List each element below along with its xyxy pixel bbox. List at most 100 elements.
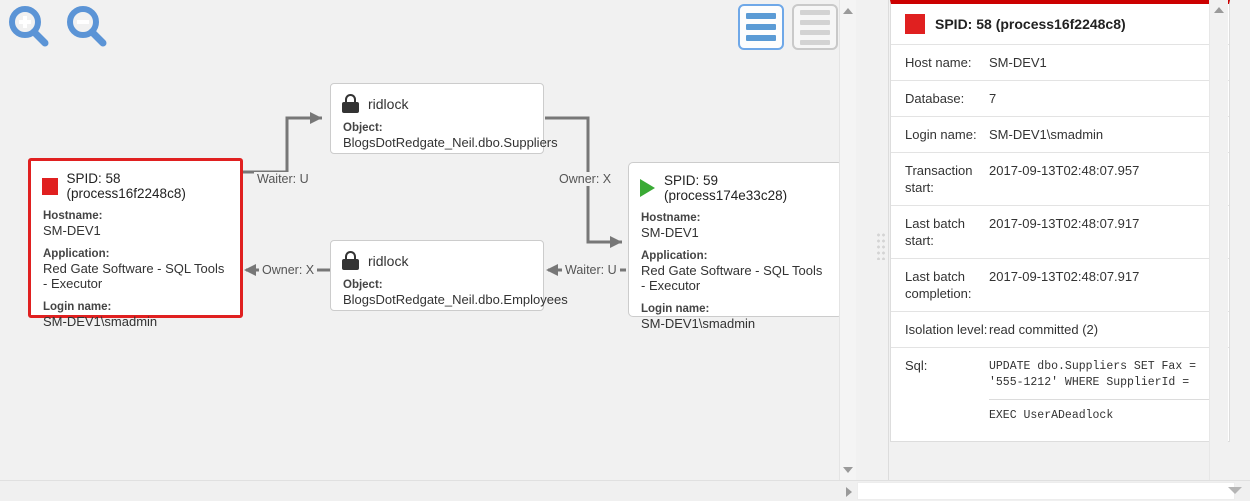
edge-label-owner-x-1: Owner: X xyxy=(556,172,615,186)
layout-toggle-group xyxy=(738,4,838,50)
row-key: Host name: xyxy=(905,55,972,70)
details-vertical-scrollbar[interactable] xyxy=(1209,0,1228,481)
graph-node-lock-employees[interactable]: ridlock Object: BlogsDotRedgate_Neil.dbo… xyxy=(330,240,568,311)
field-value: Red Gate Software - SQL Tools - Executor xyxy=(43,261,225,291)
edge-label-waiter-u-2: Waiter: U xyxy=(562,263,620,277)
graph-node-spid58[interactable]: SPID: 58 (process16f2248c8) Hostname: SM… xyxy=(28,158,243,329)
node-body: Hostname: SM-DEV1 Application: Red Gate … xyxy=(629,205,842,341)
field-value: SM-DEV1 xyxy=(641,225,699,240)
scroll-down-arrow-icon[interactable] xyxy=(1228,487,1242,494)
field-key: Hostname: xyxy=(43,210,103,222)
details-panel: SPID: 58 (process16f2248c8) Host name: S… xyxy=(890,0,1230,481)
node-title: ridlock xyxy=(368,252,409,269)
row-key: Login name: xyxy=(905,127,977,142)
field-value: BlogsDotRedgate_Neil.dbo.Employees xyxy=(343,292,568,307)
bar-icon xyxy=(800,29,830,35)
row-key: Isolation level: xyxy=(905,322,988,337)
zoom-in-icon[interactable] xyxy=(6,4,52,50)
window-horizontal-scrollbar[interactable] xyxy=(0,480,1250,501)
scrollbar-thumb[interactable] xyxy=(857,482,1235,500)
field-key: Object: xyxy=(343,279,383,291)
red-square-icon xyxy=(42,177,58,195)
bar-icon xyxy=(746,35,776,41)
bar-icon xyxy=(800,19,830,25)
row-value: SM-DEV1\smadmin xyxy=(989,127,1104,142)
row-value: 7 xyxy=(989,91,997,106)
lock-icon xyxy=(342,251,359,270)
sql-statement: UPDATE dbo.Suppliers SET Fax = '555-1212… xyxy=(989,360,1197,389)
row-key: Last batch completion: xyxy=(905,269,972,301)
splitter-grip-icon[interactable] xyxy=(876,232,886,260)
node-header: SPID: 59 (process174e33c28) xyxy=(629,163,842,205)
node-header: ridlock xyxy=(331,241,543,272)
edge-label-waiter-u-1: Waiter: U xyxy=(254,172,312,186)
sql-divider xyxy=(989,399,1219,400)
node-header: SPID: 58 (process16f2248c8) xyxy=(31,161,240,203)
node-field-login-name: Login name: SM-DEV1\smadmin xyxy=(641,302,830,331)
node-header: ridlock xyxy=(331,84,543,115)
row-value: read committed (2) xyxy=(989,322,1099,337)
splitter-divider xyxy=(888,0,889,481)
panel-splitter[interactable] xyxy=(872,0,890,481)
zoom-out-icon[interactable] xyxy=(64,4,110,50)
arrow-head xyxy=(610,236,622,248)
scroll-right-arrow-icon[interactable] xyxy=(846,487,852,497)
field-key: Login name: xyxy=(641,303,710,315)
zoom-toolbar xyxy=(6,4,110,50)
scroll-up-arrow-icon[interactable] xyxy=(1214,7,1224,13)
node-title: SPID: 58 (process16f2248c8) xyxy=(66,171,186,201)
node-field-login-name: Login name: SM-DEV1\smadmin xyxy=(43,300,228,329)
node-field-hostname: Hostname: SM-DEV1 xyxy=(43,209,228,238)
node-field-application: Application: Red Gate Software - SQL Too… xyxy=(43,247,228,291)
details-row-transaction-start: Transaction start: 2017-09-13T02:48:07.9… xyxy=(891,153,1229,206)
scroll-down-arrow-icon[interactable] xyxy=(843,467,853,473)
layout-horizontal-button[interactable] xyxy=(792,4,838,50)
details-card: SPID: 58 (process16f2248c8) Host name: S… xyxy=(890,0,1230,442)
details-row-last-batch-completion: Last batch completion: 2017-09-13T02:48:… xyxy=(891,259,1229,312)
node-title: SPID: 59 (process174e33c28) xyxy=(664,173,788,203)
edge-label-owner-x-2: Owner: X xyxy=(259,263,318,277)
green-play-triangle-icon xyxy=(640,179,655,197)
row-value: 2017-09-13T02:48:07.957 xyxy=(989,163,1140,178)
canvas-vertical-scrollbar[interactable] xyxy=(839,0,856,481)
bar-icon xyxy=(746,24,776,30)
graph-canvas[interactable]: Waiter: U Owner: X Owner: X Waiter: U SP… xyxy=(0,0,856,481)
graph-node-lock-suppliers[interactable]: ridlock Object: BlogsDotRedgate_Neil.dbo… xyxy=(330,83,558,154)
details-header: SPID: 58 (process16f2248c8) xyxy=(891,4,1229,45)
node-body: Hostname: SM-DEV1 Application: Red Gate … xyxy=(31,203,240,339)
row-key: Last batch start: xyxy=(905,216,965,248)
bar-icon xyxy=(800,9,830,15)
arrow-head xyxy=(546,264,558,276)
arrow-head xyxy=(310,112,322,124)
node-field-application: Application: Red Gate Software - SQL Too… xyxy=(641,249,830,293)
field-key: Application: xyxy=(43,248,110,260)
row-value: 2017-09-13T02:48:07.917 xyxy=(989,216,1140,231)
field-value: BlogsDotRedgate_Neil.dbo.Suppliers xyxy=(343,135,558,150)
node-field-object: Object: BlogsDotRedgate_Neil.dbo.Employe… xyxy=(343,278,568,307)
row-key: Transaction start: xyxy=(905,163,973,195)
details-row-last-batch-start: Last batch start: 2017-09-13T02:48:07.91… xyxy=(891,206,1229,259)
node-title: ridlock xyxy=(368,95,409,112)
node-body: Object: BlogsDotRedgate_Neil.dbo.Supplie… xyxy=(331,115,558,160)
details-title: SPID: 58 (process16f2248c8) xyxy=(935,16,1126,32)
layout-vertical-button[interactable] xyxy=(738,4,784,50)
row-key: Sql: xyxy=(905,358,928,373)
field-key: Hostname: xyxy=(641,212,701,224)
graph-node-spid59[interactable]: SPID: 59 (process174e33c28) Hostname: SM… xyxy=(628,162,843,331)
scroll-up-arrow-icon[interactable] xyxy=(843,8,853,14)
lock-icon xyxy=(342,94,359,113)
field-key: Login name: xyxy=(43,301,112,313)
field-value: SM-DEV1\smadmin xyxy=(43,314,158,329)
sql-content: UPDATE dbo.Suppliers SET Fax = '555-1212… xyxy=(989,357,1219,432)
field-value: SM-DEV1 xyxy=(43,223,101,238)
row-value: 2017-09-13T02:48:07.917 xyxy=(989,269,1140,284)
field-key: Object: xyxy=(343,122,383,134)
sql-procedure: EXEC UserADeadlock xyxy=(989,409,1114,422)
field-key: Application: xyxy=(641,250,708,262)
field-value: SM-DEV1\smadmin xyxy=(641,316,756,331)
bar-icon xyxy=(746,13,776,19)
node-field-object: Object: BlogsDotRedgate_Neil.dbo.Supplie… xyxy=(343,121,558,150)
graph-canvas-area: Waiter: U Owner: X Owner: X Waiter: U SP… xyxy=(0,0,856,497)
details-row-isolation-level: Isolation level: read committed (2) xyxy=(891,312,1229,348)
